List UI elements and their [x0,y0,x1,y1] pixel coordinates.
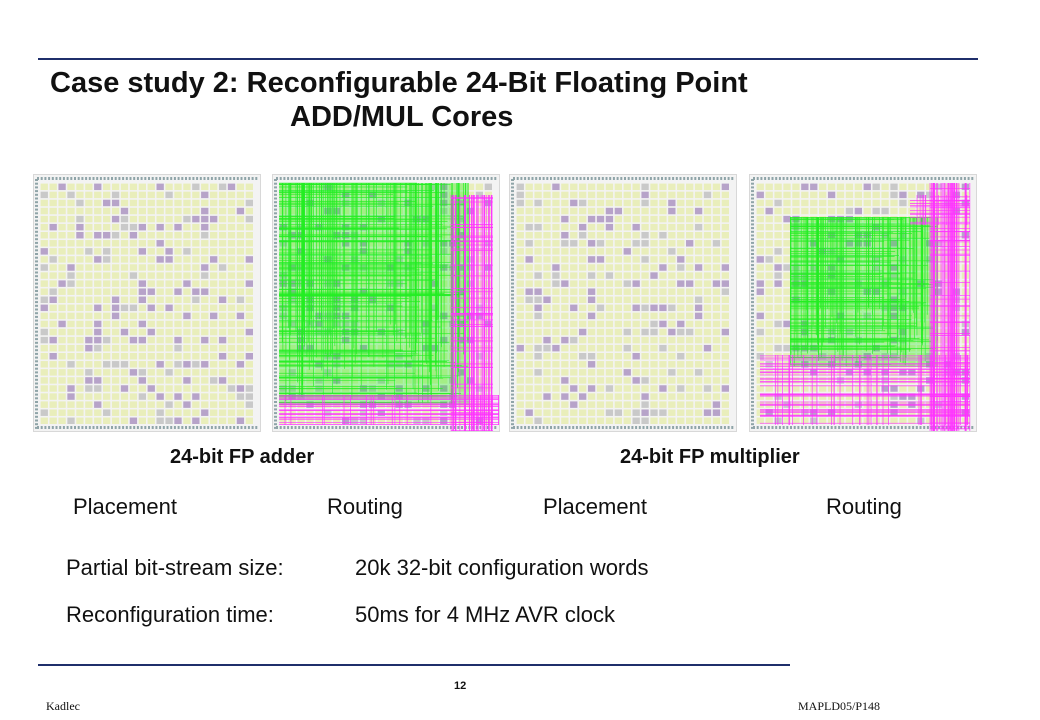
reconfig-time-value: 50ms for 4 MHz AVR clock [355,602,615,627]
multiplier-routing-label: Routing [826,494,902,519]
title-line-1: Case study 2: Reconfigurable 24-Bit Floa… [50,67,748,99]
adder-routing-label: Routing [327,494,403,519]
adder-routing-image [272,174,500,432]
reconfig-time-label: Reconfiguration time: [66,602,274,627]
footer-rule [38,664,790,666]
footer-author: Kadlec [46,699,80,713]
bitstream-size-label: Partial bit-stream size: [66,555,284,580]
title-rule [38,58,978,60]
multiplier-routing-image [749,174,977,432]
multiplier-placement-label: Placement [543,494,647,519]
slide-title: Case study 2: Reconfigurable 24-Bit Floa… [50,66,990,134]
multiplier-caption: 24-bit FP multiplier [620,446,800,468]
title-line-2: ADD/MUL Cores [290,101,514,133]
adder-placement-image [33,174,261,432]
page-number: 12 [454,680,467,692]
bitstream-size-value: 20k 32-bit configuration words [355,555,649,580]
adder-placement-label: Placement [73,494,177,519]
adder-caption: 24-bit FP adder [170,446,315,468]
multiplier-placement-image [509,174,737,432]
footer-reference: MAPLD05/P148 [798,699,881,713]
